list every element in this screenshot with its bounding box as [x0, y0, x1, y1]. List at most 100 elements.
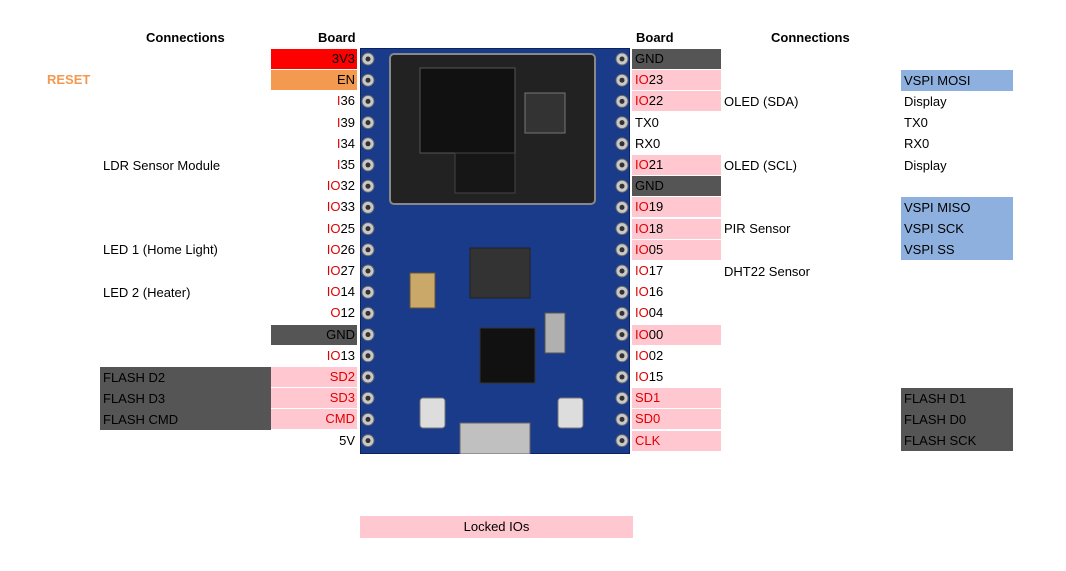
pin-hole-center — [619, 289, 625, 295]
right-pin-0: GND — [632, 49, 721, 69]
pin-prefix: I — [336, 93, 341, 109]
left-pin-4: I34 — [271, 134, 357, 154]
pin-label: 39 — [340, 114, 355, 130]
right-pin-14: IO02 — [632, 346, 721, 366]
right-connections-header: Connections — [771, 30, 850, 45]
right-pin-11: IO16 — [632, 282, 721, 302]
led-component — [544, 312, 566, 354]
pin-label: 36 — [340, 93, 355, 109]
right-pin-17: SD0 — [632, 409, 721, 430]
pin-prefix: I — [336, 157, 341, 172]
pin-prefix: IO — [326, 263, 341, 278]
module-crystal — [524, 92, 566, 134]
pin-label: 5V — [339, 432, 355, 448]
pin-label: 18 — [648, 220, 664, 236]
pin-label: 19 — [648, 199, 664, 215]
pin-hole-center — [365, 268, 371, 274]
pin-hole-center — [619, 332, 625, 338]
right-pin-3: TX0 — [632, 113, 721, 133]
pin-label: 32 — [340, 178, 355, 194]
rc-connection-2: PIR Sensor — [724, 221, 791, 237]
pin-prefix: IO — [635, 220, 649, 236]
left-pin-14: IO13 — [271, 346, 357, 366]
pin-prefix: IO — [635, 326, 649, 342]
left-pin-holes — [361, 52, 375, 448]
pin-label: 22 — [648, 93, 664, 109]
locked-ios-legend: Locked IOs — [360, 516, 633, 538]
pin-label: 26 — [340, 241, 355, 257]
pin-label: 21 — [648, 157, 664, 172]
pin-hole-center — [365, 120, 371, 126]
right-pin-15: IO15 — [632, 367, 721, 387]
left-pin-10: IO27 — [271, 261, 357, 281]
left-pin-15: SD2 — [271, 367, 357, 387]
pin-hole-center — [365, 395, 371, 401]
left-pin-7: IO33 — [271, 197, 357, 217]
capacitor — [409, 272, 436, 309]
far-connection-7: VSPI SS — [901, 239, 1013, 261]
left-pin-1: EN — [271, 70, 357, 91]
pin-hole-center — [365, 98, 371, 104]
pin-hole-center — [619, 77, 625, 83]
pin-label: 02 — [648, 347, 664, 363]
pin-label: EN — [336, 72, 355, 88]
pin-prefix: O — [330, 305, 341, 321]
pin-label: 27 — [340, 263, 355, 278]
left-board-header: Board — [318, 30, 356, 45]
lc-connection-1: LED 1 (Home Light) — [103, 242, 218, 258]
pin-label: SD0 — [635, 411, 661, 427]
pin-prefix: IO — [635, 347, 649, 363]
pin-hole-center — [619, 438, 625, 444]
pin-hole-center — [619, 395, 625, 401]
pin-prefix: IO — [326, 347, 341, 363]
pin-label: 16 — [648, 284, 664, 300]
pin-prefix: IO — [635, 199, 649, 215]
pin-label: GND — [326, 326, 355, 342]
pin-hole-center — [619, 374, 625, 380]
pin-hole-center — [365, 374, 371, 380]
pin-prefix: IO — [635, 369, 649, 384]
lc-connection-5: FLASH CMD — [100, 408, 271, 430]
pin-prefix: IO — [635, 241, 649, 257]
pin-hole-center — [365, 332, 371, 338]
pin-prefix: IO — [326, 220, 341, 236]
pin-label: CMD — [325, 411, 355, 427]
boot-button — [557, 397, 584, 429]
left-pin-3: I39 — [271, 113, 357, 133]
right-pin-8: IO18 — [632, 218, 721, 239]
pin-hole-center — [365, 56, 371, 62]
pin-label: 35 — [340, 157, 355, 172]
far-connection-1: Display — [904, 93, 947, 109]
lc-connection-4: FLASH D3 — [100, 387, 271, 409]
pin-hole-center — [619, 204, 625, 210]
pin-label: 05 — [648, 241, 664, 257]
lc-connection-0: LDR Sensor Module — [103, 157, 221, 173]
pin-hole-center — [365, 438, 371, 444]
module-chip — [419, 67, 516, 154]
pin-hole-center — [365, 310, 371, 316]
pin-prefix: IO — [635, 305, 649, 321]
pin-label: GND — [635, 178, 664, 194]
far-connection-2: TX0 — [904, 115, 928, 131]
pin-hole-center — [365, 141, 371, 147]
left-pin-5: I35 — [271, 155, 357, 175]
pin-label: SD2 — [329, 369, 355, 384]
right-pin-holes — [615, 52, 629, 448]
left-pin-17: CMD — [271, 409, 357, 430]
left-pin-11: IO14 — [271, 282, 357, 302]
pin-prefix: IO — [635, 284, 649, 300]
pin-label: CLK — [635, 432, 661, 448]
pin-hole-center — [365, 204, 371, 210]
pin-hole-center — [619, 162, 625, 168]
left-pin-6: IO32 — [271, 176, 357, 196]
pin-label: RX0 — [635, 135, 661, 151]
left-pin-18: 5V — [271, 431, 357, 451]
far-connection-8: FLASH D1 — [901, 387, 1013, 409]
right-pin-1: IO23 — [632, 70, 721, 91]
pin-prefix: IO — [326, 284, 341, 300]
right-pin-13: IO00 — [632, 324, 721, 345]
pin-hole-center — [619, 226, 625, 232]
pin-hole-center — [365, 416, 371, 422]
left-pin-16: SD3 — [271, 388, 357, 409]
left-pin-8: IO25 — [271, 219, 357, 239]
